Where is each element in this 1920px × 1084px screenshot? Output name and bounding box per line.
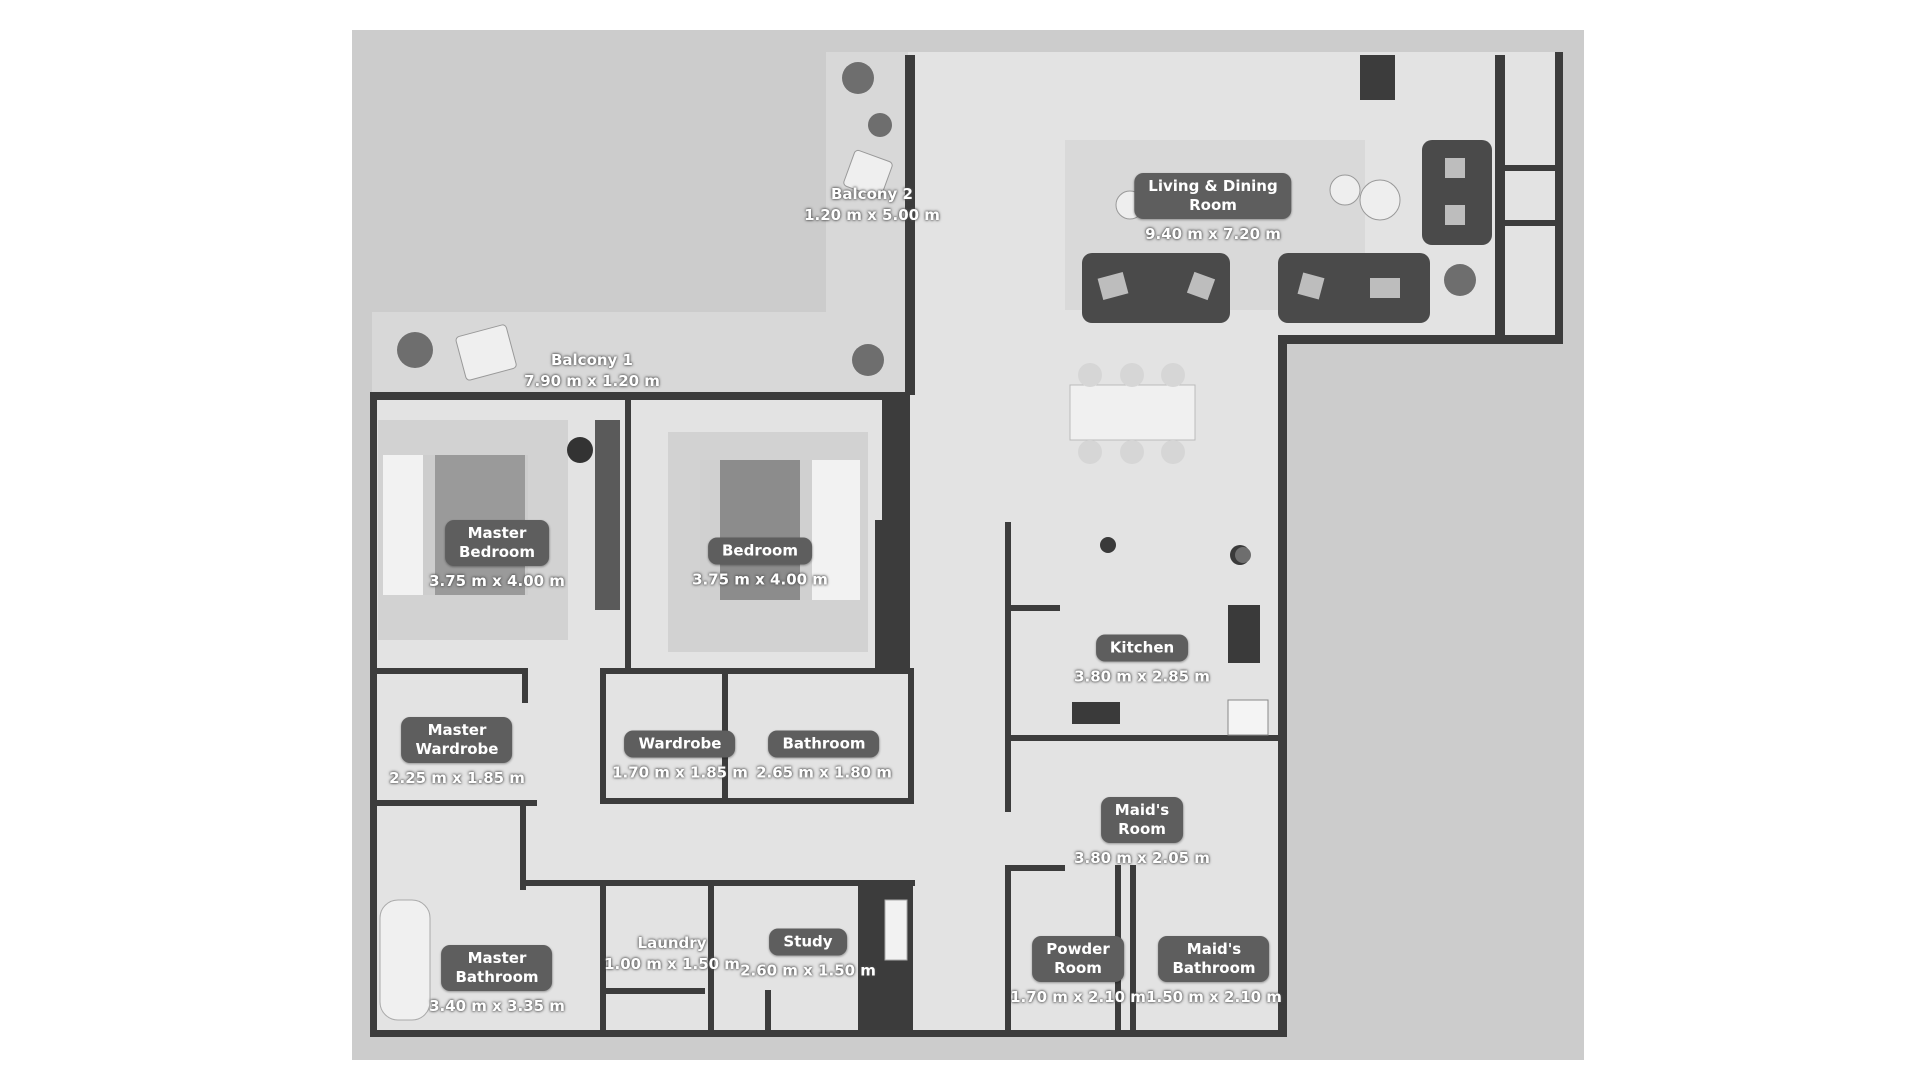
living-sofas xyxy=(1082,140,1492,323)
cushions xyxy=(1097,158,1465,301)
beds xyxy=(383,455,860,600)
kitchen-fixtures xyxy=(1072,537,1260,724)
plants xyxy=(397,62,1476,563)
dining-table xyxy=(1069,363,1196,464)
balcony-2-area xyxy=(826,52,908,397)
desk-chair xyxy=(567,437,593,463)
right-closet xyxy=(884,899,908,961)
lounger-2 xyxy=(843,149,893,199)
desk xyxy=(595,420,620,610)
lounger-1 xyxy=(455,324,517,381)
kitchen-counter xyxy=(1227,699,1269,736)
bathtub xyxy=(379,899,431,1021)
